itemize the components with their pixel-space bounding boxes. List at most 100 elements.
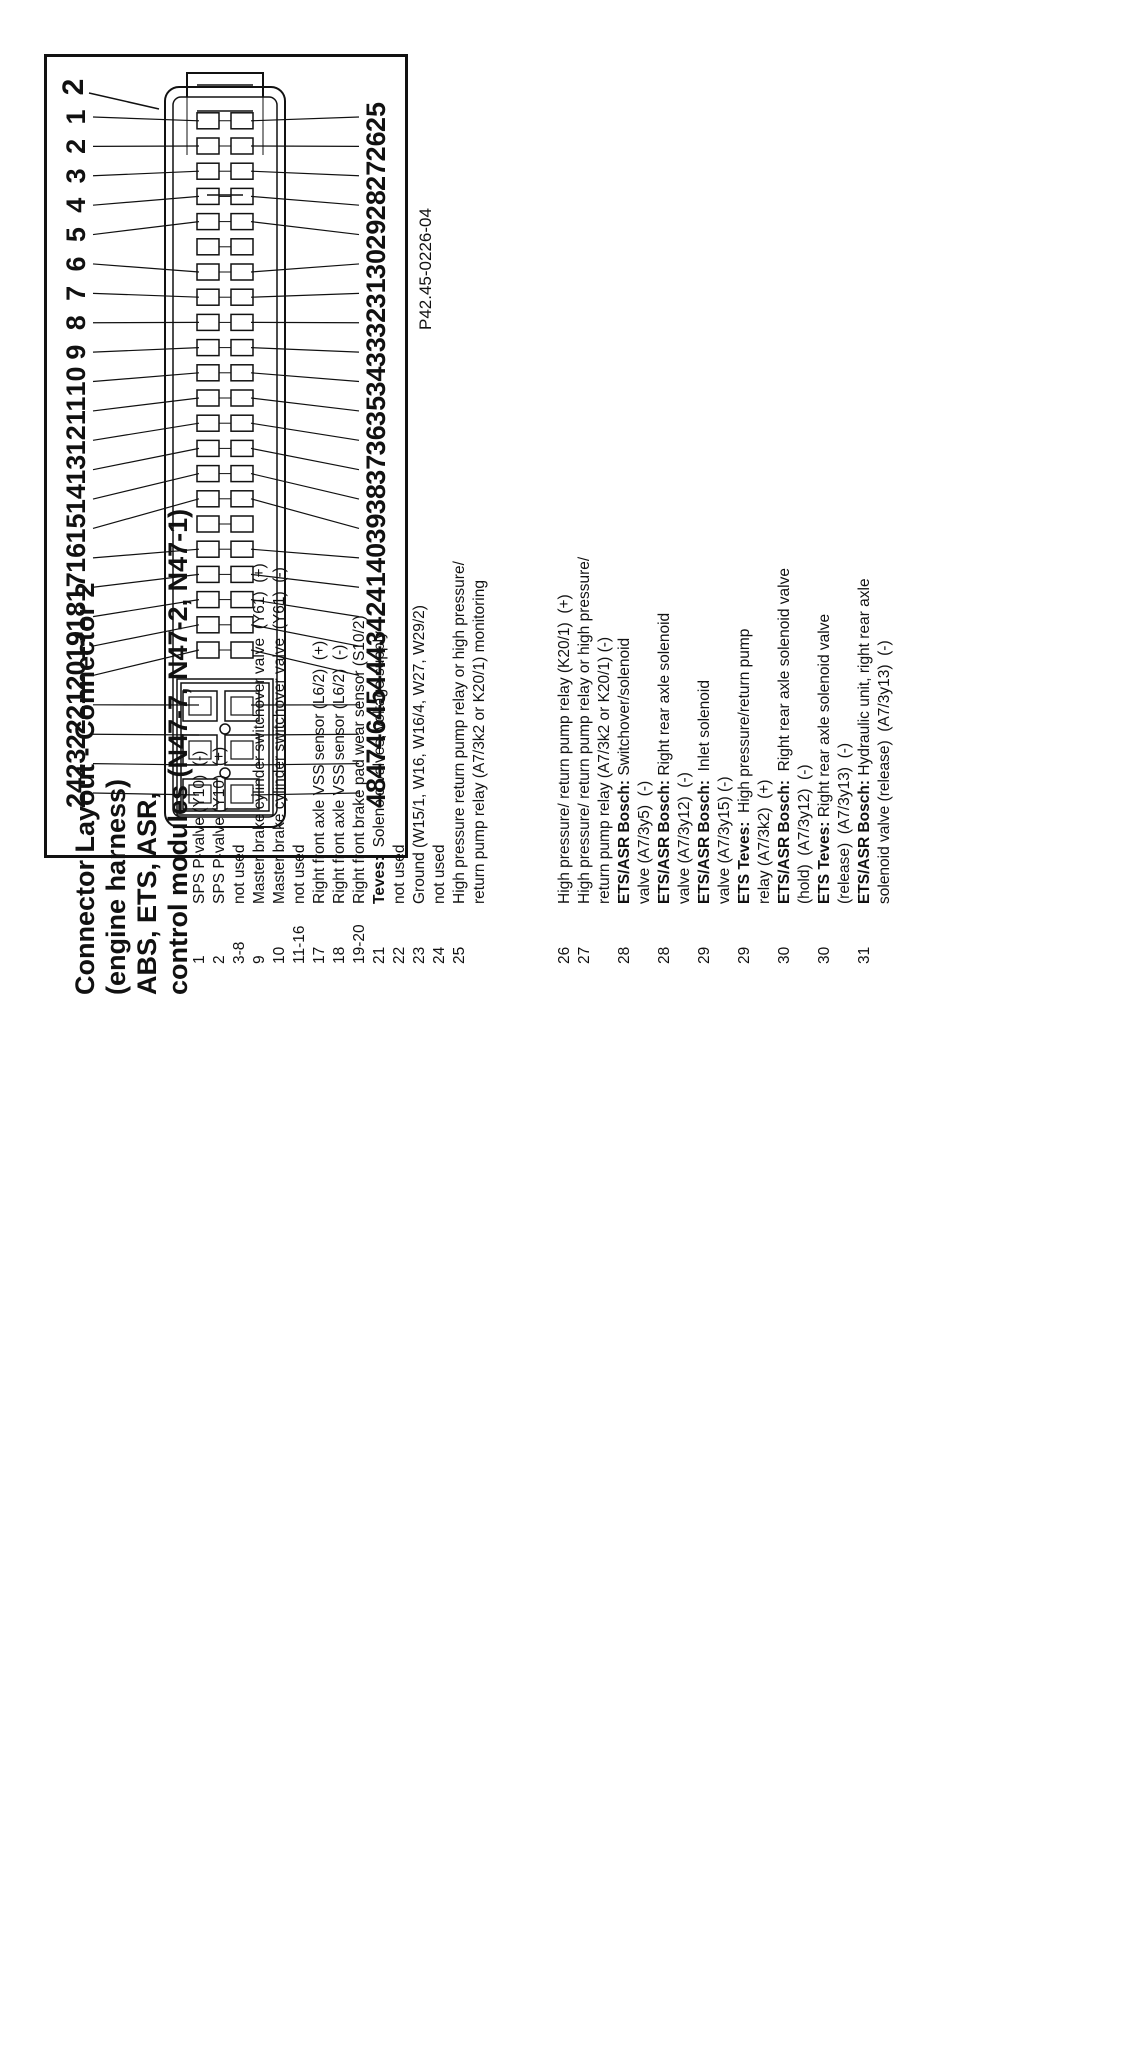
pin-leader-line	[250, 195, 360, 206]
signal-pin-cavity	[230, 616, 254, 634]
legend-system-label: Teves:	[371, 856, 388, 904]
pin-leader-line	[92, 624, 200, 647]
pin-label-bottom: 33	[361, 337, 391, 367]
connector-number-leader	[88, 92, 160, 110]
legend-description: ETS Teves: Right rear axle solenoid valv…	[815, 614, 835, 904]
pin-leader-line	[250, 573, 360, 588]
signal-pin-cavity	[230, 238, 254, 256]
power-pin-terminal	[230, 696, 254, 716]
signal-pin-cavity	[230, 162, 254, 180]
legend-description-text: (release) (A7/3y13) (-)	[836, 742, 853, 904]
pin-label-bottom: 44	[361, 660, 391, 690]
pin-label-bottom: 32	[361, 308, 391, 338]
pin-label-bottom: 26	[361, 131, 391, 161]
legend-pin-number: 21	[371, 946, 388, 964]
legend-system-label: ETS/ASR Bosch:	[776, 779, 793, 904]
legend-pin-number: 23	[411, 946, 428, 964]
signal-pin-cavity	[230, 490, 254, 508]
legend-description-text: solenoid valve (release) (A7/3y13) (-)	[876, 640, 893, 904]
legend-row: solenoid valve (release) (A7/3y13) (-)	[875, 404, 895, 964]
pin-leader-line	[92, 422, 200, 441]
legend-row: return pump relay (A7/3k2 or K20/1) moni…	[470, 464, 490, 964]
legend-description-text: valve (A7/3y15) (-)	[716, 776, 733, 904]
pin-label-top: 5	[61, 227, 91, 242]
pin-leader-line	[250, 792, 360, 796]
pin-label-top: 22	[61, 719, 91, 749]
signal-pin-cavity	[230, 364, 254, 382]
power-pin-terminal	[188, 740, 212, 760]
power-pin-cavities	[182, 690, 260, 810]
pin-leader-line	[92, 397, 200, 412]
signal-pin-cavity	[196, 565, 220, 584]
pin-leader-line	[92, 195, 200, 206]
legend-description: ETS/ASR Bosch: Inlet solenoid	[695, 680, 715, 904]
legend-description: ETS/ASR Bosch: Right rear axle solenoid …	[775, 568, 795, 904]
legend-pin-number: 1	[191, 955, 208, 964]
pin-label-top: 14	[61, 484, 91, 514]
legend-pin-number: 26	[556, 946, 573, 964]
signal-pin-cavity	[196, 590, 220, 609]
legend-description: relay (A7/3k2) (+)	[755, 780, 775, 904]
legend-row: 27 High pressure/ return pump relay or hi…	[575, 404, 595, 964]
pin-leader-line	[92, 763, 200, 766]
power-pin-cavity	[224, 734, 260, 766]
pin-leader-line	[92, 292, 200, 298]
pin-label-bottom: 47	[361, 749, 391, 779]
legend-row: (release) (A7/3y13) (-)	[835, 404, 855, 964]
pin-label-bottom: 34	[361, 366, 391, 396]
signal-pin-cavity	[230, 590, 254, 609]
legend-system-label: ETS/ASR Bosch:	[616, 779, 633, 904]
signal-pin-cavity	[230, 288, 254, 306]
legend-pin-number: 27	[576, 946, 593, 964]
pin-label-top: 24	[61, 778, 91, 808]
legend-pin-number: 17	[311, 946, 328, 964]
pin-label-top: 1	[61, 109, 91, 124]
signal-pin-cavity	[230, 112, 254, 130]
pin-leader-line	[92, 170, 200, 177]
legend-description: valve (A7/3y15) (-)	[715, 777, 735, 904]
signal-pin-cavity	[196, 288, 220, 306]
legend-row: relay (A7/3k2) (+)	[755, 404, 775, 964]
pin-leader-lines	[92, 116, 360, 796]
legend-pin-number: 9	[251, 955, 268, 964]
signal-pin-cavity	[230, 515, 254, 533]
legend-pin-number: 2	[211, 955, 228, 964]
signal-pin-cavity	[196, 414, 220, 432]
pin-label-top: 13	[61, 455, 91, 485]
pin-label-top: 21	[61, 690, 91, 720]
legend-pin-number: 29	[696, 946, 713, 964]
pin-label-top: 2	[61, 139, 91, 154]
pin-leader-line	[92, 263, 200, 273]
legend-description-text: Right rear axle solenoid	[656, 612, 673, 780]
pin-label-bottom: 25	[361, 102, 391, 132]
legend-description-text: High pressure/return pump	[736, 628, 753, 822]
pin-label-top: 20	[61, 660, 91, 690]
pin-label-bottom: 30	[361, 249, 391, 279]
signal-pin-cavity	[196, 238, 220, 256]
pin-leader-line	[250, 473, 360, 500]
signal-pin-cavity	[230, 263, 254, 281]
legend-description-text: Switchover/solenoid	[616, 637, 633, 780]
pin-label-bottom: 38	[361, 484, 391, 514]
pin-label-top: 19	[61, 631, 91, 661]
pin-leader-line	[250, 221, 360, 236]
pin-leader-line	[250, 624, 360, 647]
pin-label-bottom: 39	[361, 513, 391, 543]
pin-label-top: 15	[61, 513, 91, 543]
power-pin-cavity	[182, 690, 218, 722]
pin-label-bottom: 27	[361, 161, 391, 191]
legend-description: return pump relay (A7/3k2 or K20/1) (-)	[595, 637, 615, 904]
pin-leader-line	[92, 447, 200, 471]
pin-label-bottom: 42	[361, 602, 391, 632]
pin-leader-line	[250, 599, 360, 618]
pin-label-top: 18	[61, 602, 91, 632]
legend-description: High pressure/ return pump relay or high…	[575, 557, 595, 904]
legend-description: solenoid valve (release) (A7/3y13) (-)	[875, 640, 895, 904]
legend-row: valve (A7/3y15) (-)	[715, 404, 735, 964]
pin-leader-line	[92, 649, 200, 677]
legend-description: Ground (W15/1, W16, W16/4, W27, W29/2)	[410, 605, 430, 904]
pin-leader-line	[250, 733, 360, 736]
